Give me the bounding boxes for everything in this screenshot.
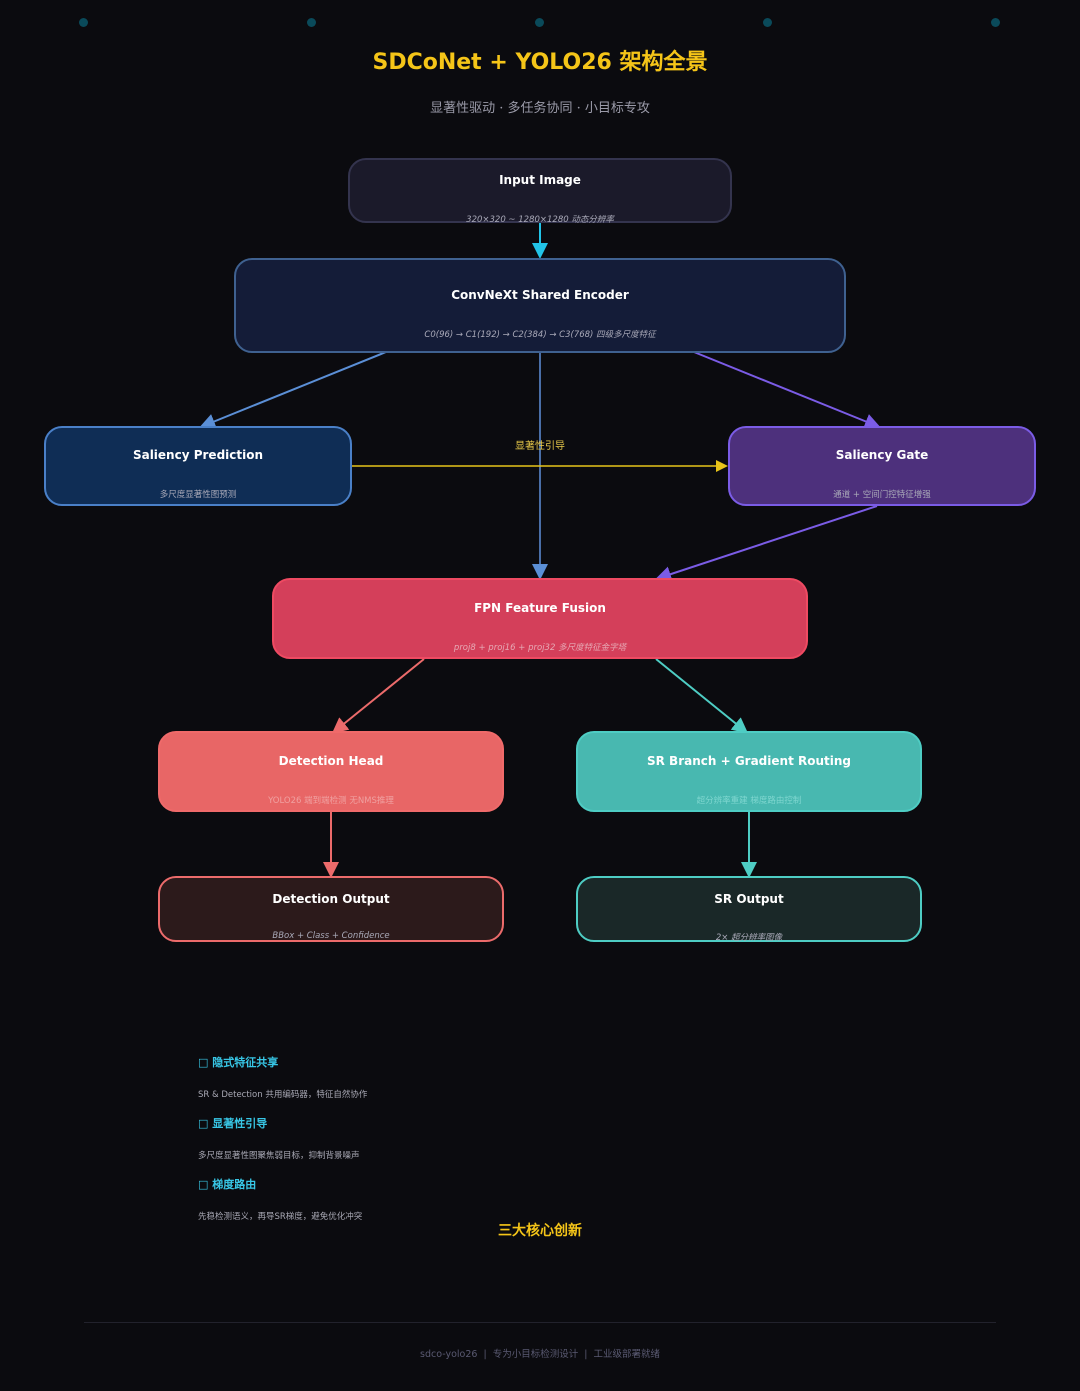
node-title: SR Branch + Gradient Routing (646, 754, 851, 768)
decor-dot (307, 18, 316, 27)
innovation-name: 梯度路由 (212, 1178, 257, 1191)
node-subtitle: proj8 + proj16 + proj32 多尺度特征金字塔 (453, 643, 627, 653)
innovation-heading: □ 梯度路由 (198, 1176, 256, 1192)
sr-branch-node: SR Branch + Gradient Routing 超分辨率重建 梯度路由… (576, 731, 922, 812)
encoder-node: ConvNeXt Shared Encoder C0(96) → C1(192)… (234, 258, 846, 353)
saliency-gate-node: Saliency Gate 通道 + 空间门控特征增强 (728, 426, 1036, 506)
decor-dot (991, 18, 1000, 27)
innovations-title: 三大核心创新 (498, 1223, 582, 1239)
node-title: Saliency Prediction (132, 448, 264, 462)
sr-output-node: SR Output 2× 超分辨率图像 (576, 876, 922, 943)
edge-encoder-saliency-gate (693, 351, 881, 429)
input-image-node: Input Image 320×320 ~ 1280×1280 动态分辨率 (348, 158, 732, 225)
node-subtitle: C0(96) → C1(192) → C2(384) → C3(768) 四级多… (424, 330, 656, 340)
node-subtitle: BBox + Class + Confidence (272, 931, 390, 941)
node-subtitle: 320×320 ~ 1280×1280 动态分辨率 (466, 215, 614, 225)
footer-divider (84, 1322, 996, 1323)
node-title: ConvNeXt Shared Encoder (451, 288, 629, 302)
footer-text: sdco-yolo26 | 专为小目标检测设计 | 工业级部署就绪 (420, 1349, 660, 1360)
node-title: Input Image (499, 173, 581, 187)
detection-head-node: Detection Head YOLO26 端到端检测 无NMS推理 (158, 731, 504, 812)
edge-encoder-saliency-pred (199, 351, 387, 429)
node-subtitle: 超分辨率重建 梯度路由控制 (696, 796, 802, 806)
innovation-desc: 多尺度显著性图聚焦弱目标，抑制背景噪声 (198, 1151, 360, 1161)
innovation-name: 显著性引导 (212, 1117, 268, 1130)
decor-dot (535, 18, 544, 27)
node-title: SR Output (714, 892, 784, 906)
node-title: Detection Head (278, 754, 384, 768)
innovation-heading: □ 隐式特征共享 (198, 1054, 278, 1070)
node-subtitle: 多尺度显著性图预测 (159, 490, 237, 500)
saliency-guide-label: 显著性引导 (515, 441, 565, 452)
node-title: Saliency Gate (835, 448, 929, 462)
node-title: Detection Output (272, 892, 390, 906)
edge-fpn-det-head (331, 658, 425, 734)
saliency-prediction-node: Saliency Prediction 多尺度显著性图预测 (44, 426, 352, 506)
innovation-icon: □ (198, 1117, 209, 1130)
edge-fpn-sr-branch (655, 658, 749, 734)
detection-output-node: Detection Output BBox + Class + Confiden… (158, 876, 504, 942)
innovation-icon: □ (198, 1178, 209, 1191)
decor-dot (79, 18, 88, 27)
innovation-desc: SR & Detection 共用编码器，特征自然协作 (198, 1090, 368, 1100)
decor-dot (763, 18, 772, 27)
innovation-heading: □ 显著性引导 (198, 1115, 267, 1131)
page-title: SDCoNet + YOLO26 架构全景 (372, 50, 708, 75)
node-subtitle: YOLO26 端到端检测 无NMS推理 (268, 796, 394, 806)
fpn-fusion-node: FPN Feature Fusion proj8 + proj16 + proj… (272, 578, 808, 659)
innovation-name: 隐式特征共享 (212, 1056, 279, 1069)
node-subtitle: 通道 + 空间门控特征增强 (833, 490, 931, 500)
page-subtitle: 显著性驱动 · 多任务协同 · 小目标专攻 (430, 101, 650, 116)
node-subtitle: 2× 超分辨率图像 (715, 933, 783, 943)
node-title: FPN Feature Fusion (474, 601, 606, 615)
innovation-desc: 先稳检测语义，再导SR梯度，避免优化冲突 (198, 1212, 363, 1222)
innovation-icon: □ (198, 1056, 209, 1069)
edge-gate-fpn (655, 505, 878, 582)
